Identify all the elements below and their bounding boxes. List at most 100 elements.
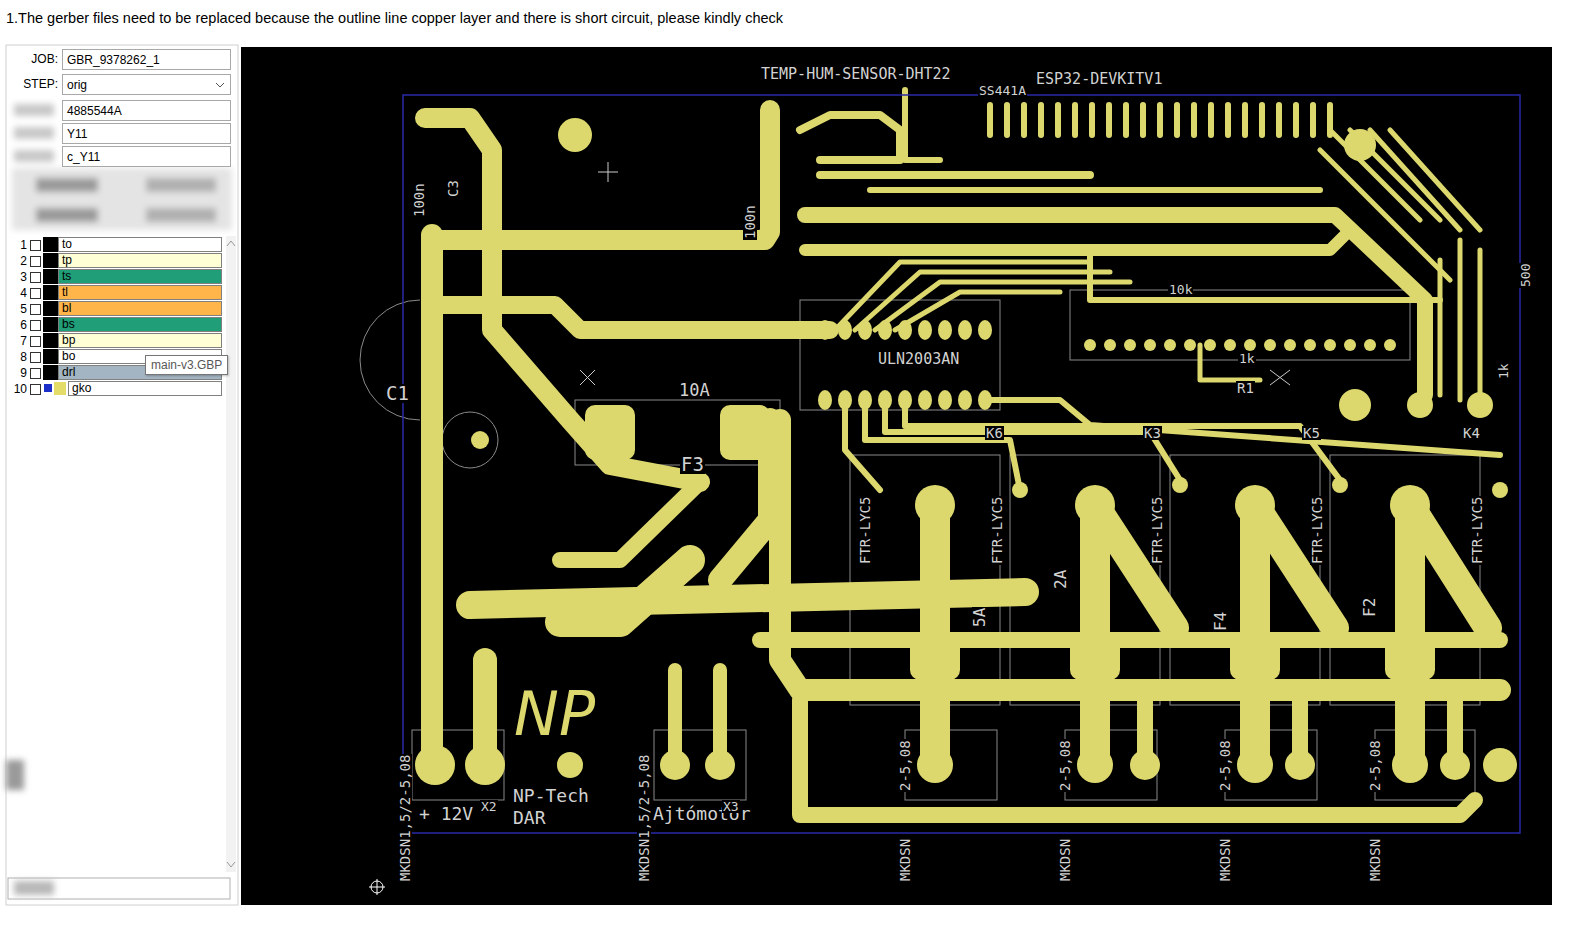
part-ref: F2 (1362, 597, 1378, 618)
copper-pads-part (585, 405, 635, 460)
layer-checkbox (30, 352, 41, 363)
copper-pads-part (1184, 339, 1196, 351)
copper-traces (425, 90, 1500, 815)
gerber-canvas (241, 47, 1552, 905)
layer-color-swatch (43, 365, 58, 380)
blurred-area-part (14, 150, 54, 162)
copper-pads-part (1339, 389, 1371, 421)
input-box: orig (62, 74, 231, 95)
copper-pads-part (1237, 747, 1273, 783)
silkscreen-outline (360, 162, 1480, 800)
layer-name: bp (58, 333, 222, 348)
copper-pads-part (1070, 635, 1120, 680)
silkscreen-outline-part (580, 370, 595, 385)
copper-pads-part (1224, 339, 1236, 351)
input-box: c_Y11 (62, 146, 231, 167)
part-name: 2-5,08 (1218, 739, 1232, 792)
layer-number: 6 (10, 318, 27, 332)
note-heading: 1.The gerber files need to be replaced b… (6, 10, 783, 26)
part-value: 1k (1497, 362, 1510, 380)
copper-pads-part (910, 635, 960, 680)
side-panel (6, 45, 238, 905)
copper-traces-part (1320, 130, 1480, 280)
copper-pads-part (1144, 339, 1156, 351)
copper-pads-part (878, 320, 892, 340)
layer-color-swatch (43, 317, 58, 332)
copper-pads-part (1285, 750, 1315, 780)
part-name: MKDSN (898, 838, 912, 882)
field-value: c_Y11 (67, 150, 100, 164)
layer-row: 10 gko (10, 381, 222, 397)
layer-number: 1 (10, 238, 27, 252)
copper-pads-part (898, 320, 912, 340)
blurred-area-part (14, 127, 54, 139)
copper-pads-part (1407, 392, 1433, 418)
info-field: c_Y11 (62, 146, 231, 167)
part-ref: X3 (722, 800, 740, 813)
copper-pads-part (978, 320, 992, 340)
layer-checkbox (30, 320, 41, 331)
layer-row: 1to (10, 237, 222, 253)
copper-pads-part (1235, 485, 1275, 525)
part-value: 10k (1168, 283, 1193, 296)
layer-number: 10 (10, 382, 27, 396)
layer-selected-mark (44, 384, 52, 392)
silkscreen-outline-part (905, 730, 997, 800)
copper-traces-part (675, 670, 720, 765)
silkscreen-outline-part (442, 412, 498, 468)
part-ref: C1 (385, 384, 410, 403)
layer-number: 4 (10, 286, 27, 300)
blurred-area-part (146, 178, 216, 192)
copper-pads-part (1467, 392, 1493, 418)
field-value: orig (67, 78, 87, 92)
board-text: DAR (512, 809, 547, 827)
copper-pads-part (1483, 748, 1517, 782)
copper-pads-part (1075, 485, 1115, 525)
layer-color-swatch (43, 269, 58, 284)
blurred-area-part (36, 208, 98, 222)
part-name: MKDSN1,5/2-5,08 (637, 754, 651, 882)
info-field: 4885544A (62, 100, 231, 121)
copper-pads-part (818, 320, 832, 340)
copper-pads-part (1164, 339, 1176, 351)
layer-name: gko (68, 381, 222, 396)
layer-checkbox (30, 256, 41, 267)
field-value: GBR_9378262_1 (67, 53, 160, 67)
copper-pads-part (1230, 635, 1280, 680)
copper-pads-part (1440, 750, 1470, 780)
copper-pads-part (978, 390, 992, 410)
part-ref: R1 (1236, 381, 1255, 395)
copper-pads-part (918, 320, 932, 340)
layer-number: 2 (10, 254, 27, 268)
copper-pads-part (1084, 339, 1096, 351)
part-name: FTR-LYC5 (1150, 496, 1164, 565)
layer-color-swatch (43, 237, 58, 252)
origin-marker (369, 879, 385, 895)
layer-number: 9 (10, 366, 27, 380)
job-field: JOB:GBR_9378262_1 (8, 49, 231, 70)
copper-pads-part (898, 390, 912, 410)
part-name: TEMP-HUM-SENSOR-DHT22 (760, 67, 952, 82)
copper-pads-part (1104, 339, 1116, 351)
board-text: NP-Tech (512, 787, 590, 805)
layer-checkbox (30, 336, 41, 347)
copper-pads-part (1130, 750, 1160, 780)
part-name: MKDSN1,5/2-5,08 (398, 754, 412, 882)
copper-pads-part (917, 747, 953, 783)
layer-row: 6bs (10, 317, 222, 333)
copper-traces-part (780, 420, 1500, 690)
layer-name: tp (58, 253, 222, 268)
part-name: ULN2003AN (877, 352, 960, 367)
blurred-area-part (146, 208, 216, 222)
silkscreen-outline-part (1270, 370, 1290, 385)
copper-pads-part (471, 431, 489, 449)
part-name: FTR-LYC5 (1470, 496, 1484, 565)
side-panel-part (6, 45, 238, 905)
part-value: 500 (1519, 263, 1532, 288)
layer-number: 3 (10, 270, 27, 284)
info-field: Y11 (62, 123, 231, 144)
layer-color-swatch (43, 285, 58, 300)
copper-traces-part (870, 187, 1320, 193)
copper-traces-part (805, 235, 1345, 250)
